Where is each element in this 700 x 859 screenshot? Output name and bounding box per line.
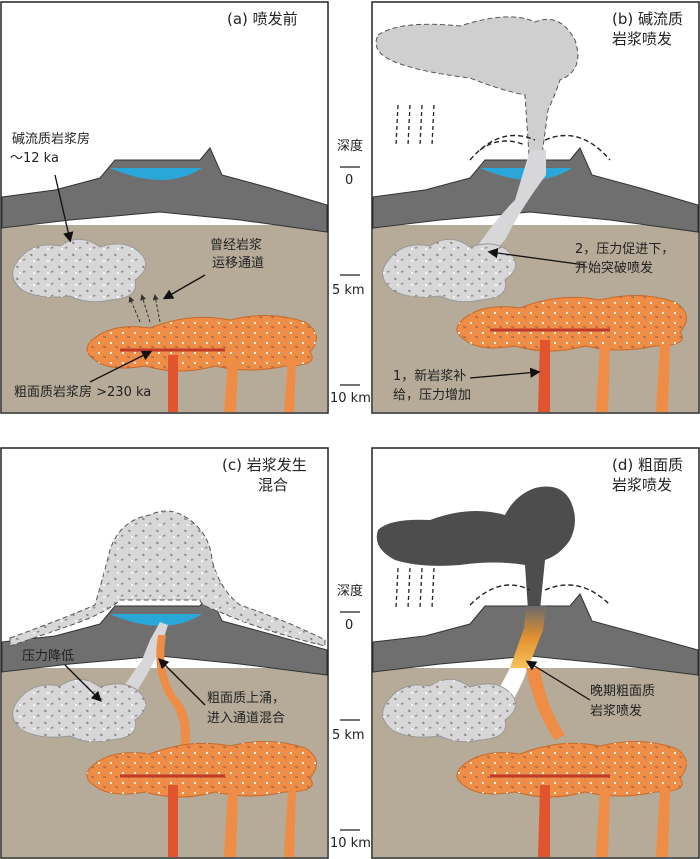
panel-b-title-1: (b) 碱流质 — [612, 10, 683, 28]
panel-d-feeder-3 — [656, 790, 670, 857]
panel-d-arrow-late — [525, 660, 591, 701]
depth-axis-top-title: 深度 — [337, 138, 363, 154]
panel-a-arrow-path — [162, 274, 206, 300]
panel-d-feeder-1 — [538, 785, 550, 857]
depth-axis-bottom: 深度 0 5 km 10 km — [330, 583, 371, 851]
panel-b-feeder-1 — [538, 340, 550, 412]
panel-a-label-trachyte: 粗面质岩浆房 >230 ka — [14, 384, 151, 400]
panel-c-label-pressure: 压力降低 — [22, 649, 74, 664]
panel-c-arrow-mix — [158, 658, 206, 706]
panel-c: (c) 岩浆发生 混合 压力降低 粗面质上涌， 进入通道混合 — [0, 447, 329, 859]
panel-b-title-2: 岩浆喷发 — [612, 30, 672, 48]
panel-b: (b) 碱流质 岩浆喷发 2，压力促进下， 开始突破喷发 1，新岩浆补 给，压力… — [371, 1, 700, 414]
panel-d-title-2: 岩浆喷发 — [612, 476, 672, 494]
panel-d-label-late-2: 岩浆喷发 — [590, 703, 642, 719]
panel-d-conduit-mixed — [510, 606, 546, 668]
depth-axis-bottom-tick-5: 5 km — [332, 728, 365, 743]
panel-a-feeder-1 — [168, 355, 178, 412]
panel-d-label-late-1: 晚期粗面质 — [590, 684, 655, 699]
panel-c-arrow-pressure — [64, 664, 102, 702]
panel-c-crater-lake — [110, 614, 202, 626]
panel-d: (d) 粗面质 岩浆喷发 晚期粗面质 岩浆喷发 — [371, 447, 700, 859]
depth-axis-top-tick-10: 10 km — [330, 391, 371, 406]
panel-c-label-mix-2: 进入通道混合 — [207, 711, 285, 726]
panel-d-ballistic-paths — [469, 584, 611, 606]
panel-c-label-mix-1: 粗面质上涌， — [207, 691, 285, 706]
panel-a-title: (a) 喷发前 — [227, 10, 298, 28]
panel-a-label-felsic-2: ～12 ka — [10, 151, 59, 166]
panel-a-feeder-2 — [224, 360, 238, 412]
panel-d-eruption-plume — [376, 486, 575, 610]
depth-axis-top-tick-0: 0 — [345, 173, 353, 188]
panel-c-title-1: (c) 岩浆发生 — [222, 456, 307, 474]
panel-b-volcano — [372, 147, 699, 233]
panel-b-label-step2-1: 2，压力促进下， — [575, 242, 674, 257]
panel-b-eruption-plume — [375, 16, 579, 171]
panel-a-feeder-3 — [284, 360, 296, 412]
panel-d-trachyte-rise — [526, 668, 565, 740]
panel-b-feeder-2 — [596, 345, 610, 412]
panel-a-migration-path — [128, 294, 161, 323]
depth-axis-bottom-tick-10: 10 km — [330, 836, 371, 851]
panel-a-crater-lake — [110, 168, 202, 180]
panel-b-conduit — [470, 150, 546, 260]
depth-axis-top-tick-5: 5 km — [332, 283, 365, 298]
panel-c-feeder-2 — [224, 790, 238, 857]
depth-axis-bottom-tick-0: 0 — [345, 618, 353, 633]
panel-c-title-2: 混合 — [258, 476, 288, 494]
panel-d-title-1: (d) 粗面质 — [612, 456, 683, 474]
panel-b-label-step1-1: 1，新岩浆补 — [393, 368, 466, 384]
depth-axis-bottom-title: 深度 — [337, 583, 363, 599]
panel-a-label-path-2: 运移通道 — [212, 256, 264, 271]
panel-c-feeder-3 — [284, 790, 296, 857]
panel-d-feeder-2 — [596, 790, 610, 857]
panel-a-arrow-felsic — [54, 174, 74, 243]
panel-b-arrow-step2 — [487, 247, 586, 266]
panel-a-label-felsic-1: 碱流质岩浆房 — [12, 131, 90, 147]
panel-c-feeder-1 — [168, 785, 178, 857]
panel-a-volcano — [1, 147, 328, 233]
panel-a: (a) 喷发前 碱流质岩浆房 ～12 ka 曾经岩浆 运移通道 粗面质岩浆房 >… — [0, 1, 329, 414]
panel-b-arrow-step1 — [469, 367, 541, 379]
panel-b-ballistic-paths — [469, 134, 611, 161]
panel-b-label-step1-2: 给，压力增加 — [393, 388, 471, 403]
panel-a-label-path-1: 曾经岩浆 — [210, 238, 262, 253]
panel-a-arrow-trachyte — [89, 350, 153, 383]
panel-b-label-step2-2: 开始突破喷发 — [575, 260, 653, 276]
panel-b-feeder-3 — [656, 345, 670, 412]
depth-axis-top: 深度 0 5 km 10 km — [330, 138, 371, 406]
